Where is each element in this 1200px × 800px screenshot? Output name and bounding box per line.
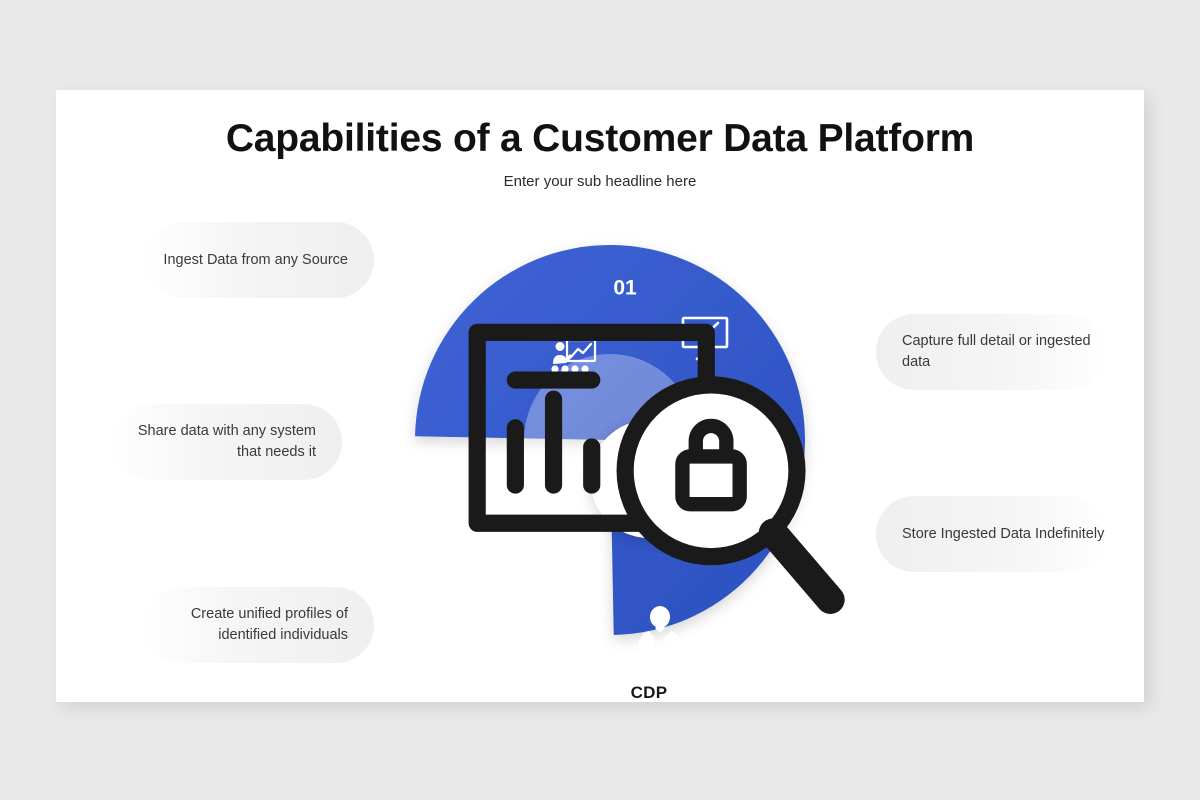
label-pill-share-data[interactable]: Share data with any system that needs it [112, 404, 342, 480]
page-subtitle: Enter your sub headline here [503, 173, 697, 190]
page-title: Capabilities of a Customer Data Platform [225, 117, 975, 160]
hub-label: CDP [630, 682, 668, 702]
label-pill-text: Store Ingested Data Indefinitely [902, 525, 1105, 542]
pie-numbers-group: 01 [613, 277, 637, 300]
label-pill-unified-profiles[interactable]: Create unified profiles of identified in… [144, 587, 374, 663]
label-pill-text: Share data with any system that needs it [137, 423, 316, 460]
label-pill-capture-detail[interactable]: Capture full detail or ingested data [876, 314, 1106, 390]
label-pill-ingest-data[interactable]: Ingest Data from any Source [144, 222, 374, 298]
label-pill-store-data[interactable]: Store Ingested Data Indefinitely [876, 496, 1106, 572]
label-pill-text: Ingest Data from any Source [163, 251, 348, 268]
segment-number-01: 01 [613, 277, 637, 300]
label-pill-text: Create unified profiles of identified in… [190, 606, 348, 643]
report-magnifier-icon [439, 256, 859, 676]
person-profile-icon [638, 606, 682, 649]
hub-center[interactable]: CDP [468, 323, 845, 702]
slide-canvas: Capabilities of a Customer Data Platform… [56, 90, 1144, 702]
capabilities-pie-chart: 01 CDP [400, 230, 845, 702]
label-pill-text: Capture full detail or ingested data [902, 333, 1091, 370]
